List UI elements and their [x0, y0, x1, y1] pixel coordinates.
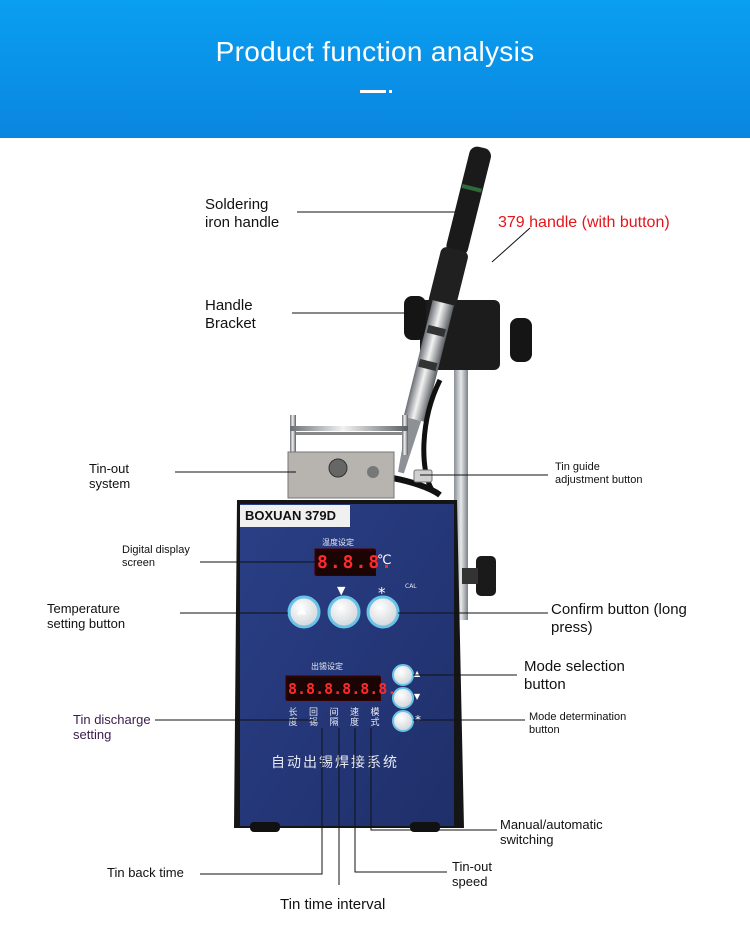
sub-label-speed: 速 度 [349, 708, 359, 728]
callout-tin-out-speed: Tin-out speed [452, 859, 492, 889]
callout-iron-handle: Soldering iron handle [205, 196, 280, 231]
brand-label: BOXUAN 379D [245, 508, 337, 523]
sub-label-length: 长 度 [288, 708, 298, 728]
temp-unit: ℃ [377, 553, 392, 568]
tin-setting-label: 出锡设定 [311, 662, 343, 671]
sub-label-tin-back: 回 锡 [308, 708, 318, 728]
callout-mode-determination: Mode determination button [529, 711, 627, 736]
callout-digital-display: Digital display screen [122, 544, 190, 569]
callout-tin-back-time: Tin back time [107, 865, 184, 880]
page-title: Product function analysis [215, 36, 535, 67]
title-underline [360, 90, 386, 93]
callout-tin-out-system: Tin-out system [89, 461, 131, 491]
temp-setting-label: 温度设定 [322, 538, 354, 547]
callout-handle-bracket: Handle Bracket [205, 297, 256, 332]
callout-379-handle: 379 handle (with button) [498, 214, 670, 231]
callout-tin-discharge: Tin discharge setting [73, 712, 151, 742]
temperature-display: 8.8.8. [316, 550, 392, 576]
soldering-iron [398, 146, 491, 474]
callout-manual-automatic: Manual/automatic switching [500, 817, 603, 847]
sub-label-mode: 模 式 [370, 708, 380, 728]
bottom-knob [476, 556, 496, 596]
system-name-label: 自动出锡焊接系统 [271, 755, 399, 771]
mode-down-glyph: ▼ [414, 692, 421, 701]
sub-label-interval: 间 隔 [329, 708, 339, 728]
temp-down-glyph: ▼ [337, 584, 346, 597]
title-underline-dot [389, 90, 392, 93]
callout-confirm-button: Confirm button (long press) [551, 601, 687, 636]
confirm-glyph: * [378, 584, 386, 602]
tin-display: 8.8.8.8.8.8. [287, 677, 396, 701]
callout-tin-guide: Tin guide adjustment button [555, 461, 643, 486]
bracket-knob [404, 296, 426, 340]
header-banner: Product function analysis [0, 0, 750, 138]
mode-up-glyph: ▲ [414, 669, 421, 678]
callout-temp-setting: Temperature setting button [47, 601, 126, 631]
callout-tin-time-interval: Tin time interval [280, 896, 386, 913]
cal-label: CAL [405, 583, 417, 590]
temp-up-glyph: ▲ [297, 602, 307, 616]
callout-mode-selection: Mode selection button [524, 658, 625, 693]
